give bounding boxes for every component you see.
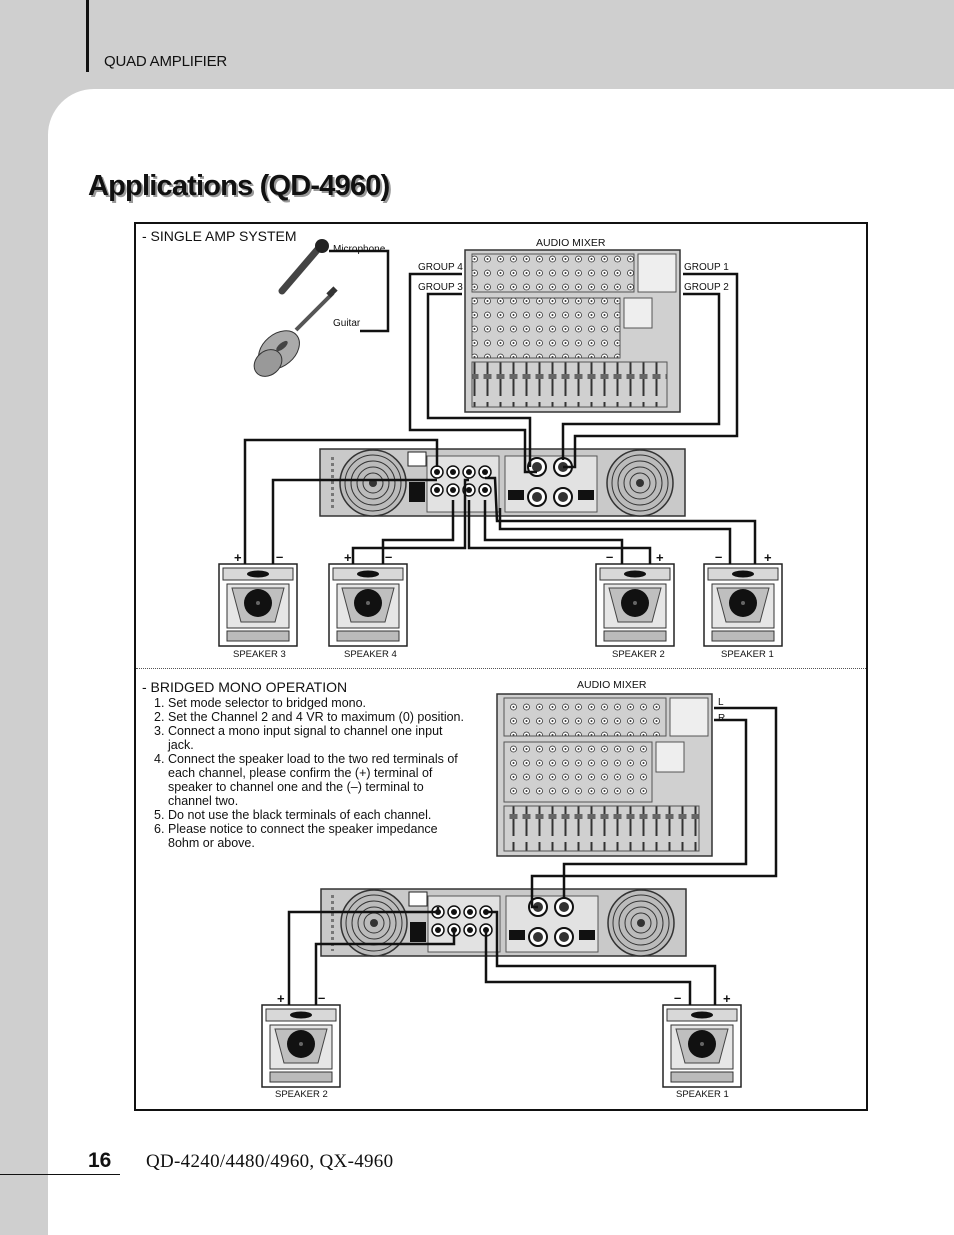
instruction-list: 1.Set mode selector to bridged mono. 2.S… — [154, 696, 468, 850]
wires-bridged — [287, 706, 778, 1005]
list-item: 4.Connect the speaker load to the two re… — [154, 752, 458, 808]
speaker2-label: SPEAKER 2 — [612, 649, 665, 660]
model-names: QD-4240/4480/4960, QX-4960 — [146, 1151, 394, 1172]
speaker3-minus: – — [276, 549, 284, 564]
speaker1-plus: + — [764, 550, 772, 565]
audio-mixer-label-2: AUDIO MIXER — [577, 679, 647, 691]
speaker-3-icon — [218, 563, 298, 647]
group2-label: GROUP 2 — [684, 282, 729, 293]
footer-line — [0, 1174, 120, 1175]
audio-mixer-label-1: AUDIO MIXER — [536, 237, 606, 249]
audio-mixer-2 — [496, 693, 713, 857]
microphone-icon — [278, 239, 329, 295]
header-bar — [86, 0, 89, 72]
bridged-speaker2-plus: + — [277, 991, 285, 1006]
list-item: 2.Set the Channel 2 and 4 VR to maximum … — [154, 710, 464, 724]
speaker-2-icon — [595, 563, 675, 647]
list-item: 3.Connect a mono input signal to channel… — [154, 724, 443, 752]
list-item: 6.Please notice to connect the speaker i… — [154, 822, 438, 850]
bridged-speaker-1-icon — [662, 1004, 742, 1088]
speaker3-plus: + — [234, 550, 242, 565]
list-item: 5.Do not use the black terminals of each… — [154, 808, 432, 822]
guitar-label: Guitar — [333, 318, 361, 329]
list-item: 1.Set mode selector to bridged mono. — [154, 696, 367, 710]
speaker3-label: SPEAKER 3 — [233, 649, 286, 660]
guitar-icon — [253, 286, 338, 377]
speaker2-minus: – — [606, 549, 614, 564]
speaker4-plus: + — [344, 550, 352, 565]
group1-label: GROUP 1 — [684, 262, 729, 273]
speaker4-label: SPEAKER 4 — [344, 649, 397, 660]
bridged-speaker1-label: SPEAKER 1 — [676, 1089, 729, 1100]
left-channel-label: L — [718, 697, 724, 708]
microphone-label: Microphone — [333, 244, 386, 255]
group4-label: GROUP 4 — [418, 262, 463, 273]
speaker-1-icon — [703, 563, 783, 647]
header-title: QUAD AMPLIFIER — [104, 53, 228, 70]
single-amp-title: - SINGLE AMP SYSTEM — [142, 228, 297, 244]
bridged-title: - BRIDGED MONO OPERATION — [142, 679, 348, 695]
speaker-4-icon — [328, 563, 408, 647]
amplifier-1 — [319, 448, 686, 517]
group3-label: GROUP 3 — [418, 282, 463, 293]
bridged-speaker1-minus: – — [674, 990, 682, 1005]
right-channel-label: R — [718, 713, 726, 724]
audio-mixer-1 — [464, 249, 681, 413]
speaker2-plus: + — [656, 550, 664, 565]
wires-single — [243, 249, 757, 564]
speaker1-label: SPEAKER 1 — [721, 649, 774, 660]
bridged-speaker-2-icon — [261, 1004, 341, 1088]
diagram-frame — [134, 222, 868, 1111]
speaker1-minus: – — [715, 549, 723, 564]
bridged-speaker2-minus: – — [318, 990, 326, 1005]
bridged-speaker2-label: SPEAKER 2 — [275, 1089, 328, 1100]
section-divider — [136, 668, 866, 669]
speaker4-minus: – — [385, 549, 393, 564]
page-number: 16 — [88, 1149, 112, 1172]
amplifier-2 — [320, 888, 687, 957]
bridged-speaker1-plus: + — [723, 991, 731, 1006]
page-heading: Applications (QD-4960) — [88, 170, 390, 202]
